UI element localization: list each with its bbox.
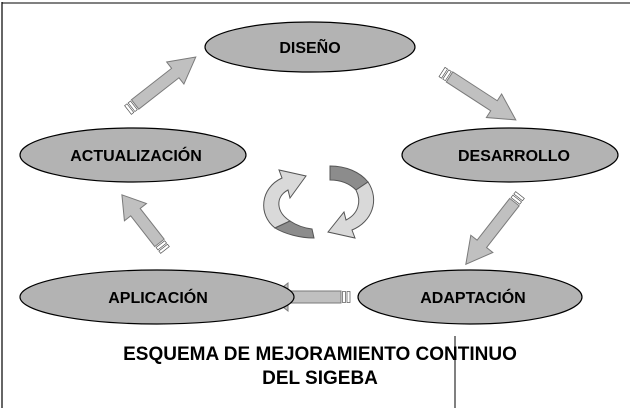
caption-line-2: DEL SIGEBA: [262, 368, 378, 389]
node-label-actualizacion: ACTUALIZACIÓN: [70, 146, 202, 165]
node-diseno: DISEÑO: [204, 21, 416, 73]
node-adaptacion: ADAPTACIÓN: [357, 269, 583, 325]
node-actualizacion: ACTUALIZACIÓN: [19, 127, 247, 183]
node-desarrollo: DESARROLLO: [401, 127, 619, 183]
arrow-actualizacion-to-diseno: [124, 56, 197, 115]
diagram-caption: ESQUEMA DE MEJORAMIENTO CONTINUO DEL SIG…: [40, 343, 600, 391]
caption-line-1: ESQUEMA DE MEJORAMIENTO CONTINUO: [123, 344, 517, 365]
arrow-diseno-to-desarrollo: [438, 66, 517, 121]
arrow-desarrollo-to-adaptacion: [465, 191, 525, 266]
node-label-aplicacion: APLICACIÓN: [108, 288, 208, 307]
arrow-aplicacion-to-actualizacion: [121, 194, 170, 254]
node-label-adaptacion: ADAPTACIÓN: [420, 288, 525, 307]
node-label-desarrollo: DESARROLLO: [458, 148, 570, 165]
node-aplicacion: APLICACIÓN: [19, 269, 295, 325]
node-label-diseno: DISEÑO: [279, 37, 340, 57]
cycle-arrows-icon: [263, 165, 375, 239]
